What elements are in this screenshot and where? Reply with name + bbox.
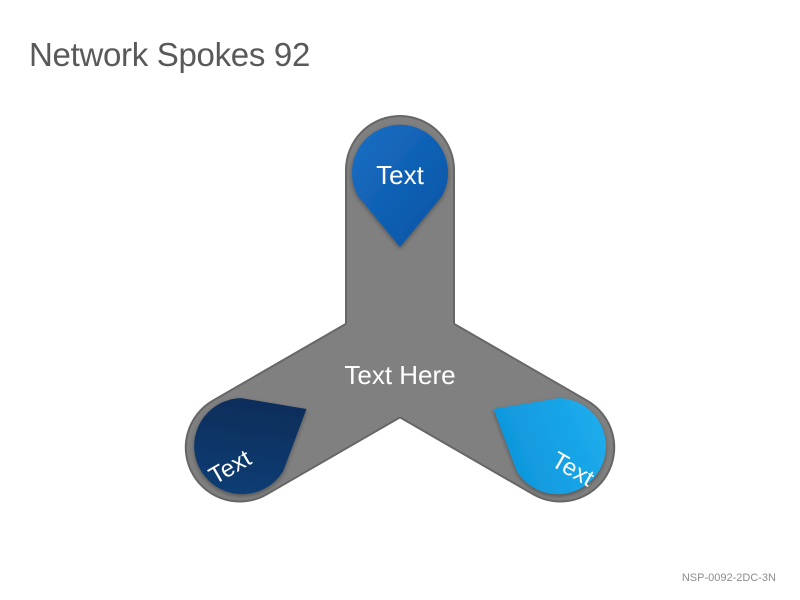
center-label: Text Here — [344, 360, 455, 390]
spoke-top-label: Text — [376, 160, 424, 190]
spoke-top-pin — [352, 124, 448, 247]
spoke-bottom-left-pin — [493, 398, 606, 495]
spoke-bottom-right-pin — [194, 398, 307, 495]
footer-code: NSP-0092-2DC-3N — [681, 572, 776, 584]
page-title: Network Spokes 92 — [29, 36, 311, 73]
